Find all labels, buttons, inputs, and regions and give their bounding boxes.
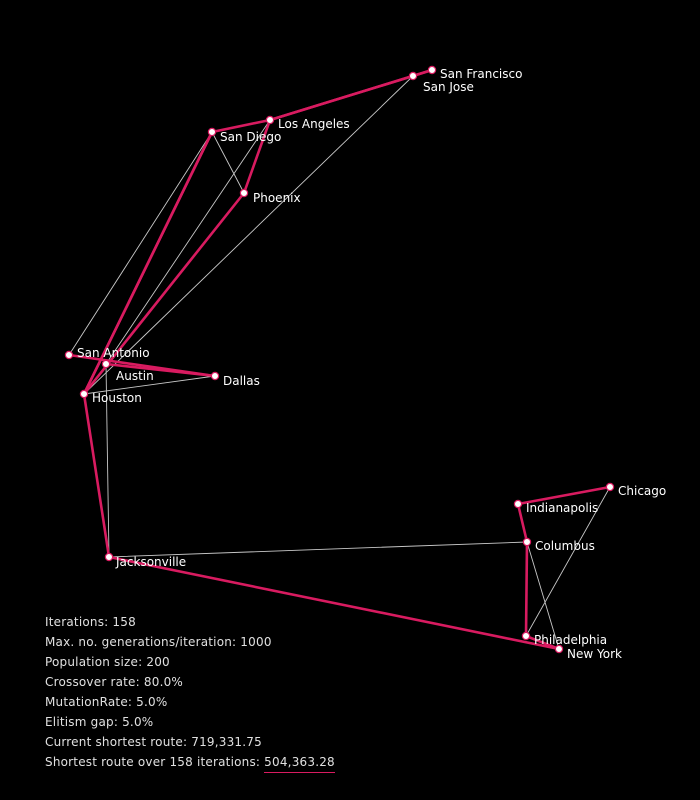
best-route-edge — [82, 130, 214, 396]
best-route-edge — [242, 118, 272, 195]
city-label-san-francisco: San Francisco — [440, 67, 522, 81]
city-node-san-antonio — [64, 350, 74, 360]
city-node-san-diego — [207, 127, 217, 137]
best-route-edge — [104, 362, 217, 378]
best-route-value: 504,363.28 — [264, 754, 335, 773]
city-node-san-francisco — [427, 65, 437, 75]
best-route-edge — [107, 555, 561, 651]
current-route-edges — [68, 75, 611, 650]
city-label-dallas: Dallas — [223, 374, 260, 388]
best-route-edge — [210, 118, 272, 134]
current-route-edge — [108, 541, 528, 558]
current-shortest-route-stat: Current shortest route: 719,331.75 — [45, 735, 262, 749]
city-label-austin: Austin — [116, 369, 154, 383]
city-label-chicago: Chicago — [618, 484, 666, 498]
current-route-edge — [83, 375, 216, 395]
best-route-edge — [524, 540, 529, 638]
best-route-edge — [524, 634, 561, 651]
current-route-edge — [68, 131, 213, 356]
city-label-philadelphia: Philadelphia — [534, 633, 607, 647]
elitism-gap-stat: Elitism gap: 5.0% — [45, 715, 154, 729]
best-route-edges — [67, 68, 612, 651]
current-route-edge — [105, 363, 110, 558]
best-route-label: Shortest route over 158 iterations: — [45, 755, 261, 769]
best-route-edge — [82, 392, 111, 559]
city-node-los-angeles — [265, 115, 275, 125]
city-node-philadelphia — [521, 631, 531, 641]
city-label-los-angeles: Los Angeles — [278, 117, 350, 131]
current-route-edge — [525, 486, 611, 637]
city-label-houston: Houston — [92, 391, 142, 405]
city-node-columbus — [522, 537, 532, 547]
current-route-edge — [105, 119, 271, 365]
city-label-san-jose: San Jose — [423, 80, 474, 94]
current-route-edge — [526, 541, 560, 650]
mutation-rate-stat: MutationRate: 5.0% — [45, 695, 168, 709]
best-route-edge — [516, 485, 612, 506]
city-node-austin — [101, 359, 111, 369]
crossover-rate-stat: Crossover rate: 80.0% — [45, 675, 184, 689]
city-label-phoenix: Phoenix — [253, 191, 301, 205]
city-label-san-diego: San Diego — [220, 130, 281, 144]
city-label-indianapolis: Indianapolis — [526, 501, 598, 515]
city-nodes — [64, 65, 615, 654]
best-route-edge — [268, 68, 434, 122]
stats-panel: Iterations: 158 Max. no. generations/ite… — [45, 612, 465, 773]
population-size-stat: Population size: 200 — [45, 655, 170, 669]
best-route-edge — [516, 502, 529, 544]
city-node-san-jose — [408, 71, 418, 81]
current-route-edge — [83, 75, 414, 395]
city-node-houston — [79, 389, 89, 399]
city-node-new-york — [554, 644, 564, 654]
city-node-phoenix — [239, 188, 249, 198]
city-label-columbus: Columbus — [535, 539, 595, 553]
iterations-stat: Iterations: 158 — [45, 615, 136, 629]
city-node-chicago — [605, 482, 615, 492]
city-node-jacksonville — [104, 552, 114, 562]
city-label-san-antonio: San Antonio — [77, 346, 150, 360]
best-route-stat: Shortest route over 158 iterations:504,3… — [45, 752, 465, 773]
city-node-indianapolis — [513, 499, 523, 509]
city-node-dallas — [210, 371, 220, 381]
current-route-edge — [211, 131, 245, 194]
city-label-jacksonville: Jacksonville — [115, 555, 186, 569]
max-generations-stat: Max. no. generations/iteration: 1000 — [45, 635, 272, 649]
city-label-new-york: New York — [567, 647, 622, 661]
